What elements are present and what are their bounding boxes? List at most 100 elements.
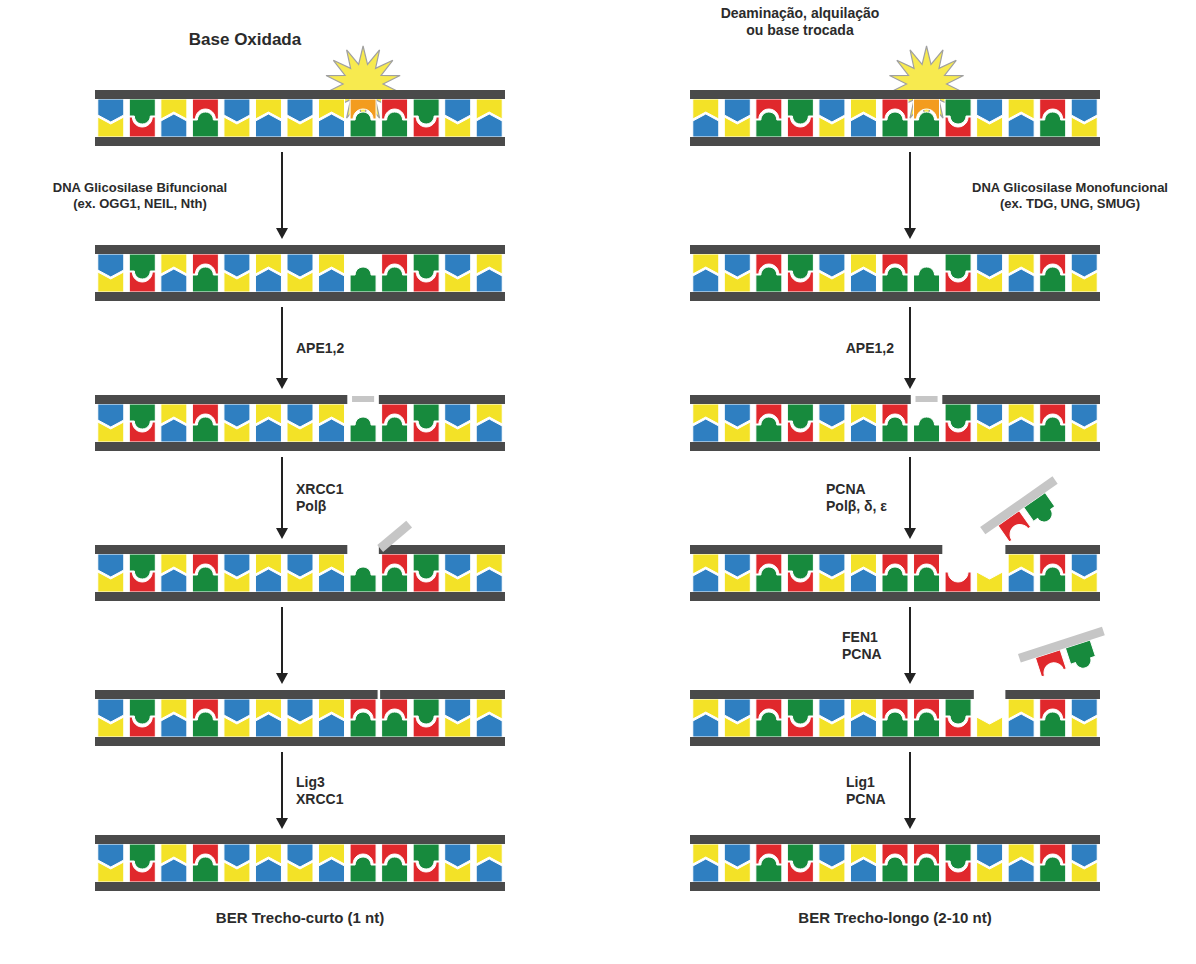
label-slot: PCNA Polβ, δ, ε (826, 481, 894, 515)
top-base (945, 254, 971, 279)
enzyme-label: Lig3 XRCC1 (296, 774, 350, 808)
bottom-base (977, 572, 1003, 592)
arrow-shaft (909, 307, 911, 379)
bottom-base (914, 417, 940, 442)
top-base (98, 404, 124, 427)
dna-panel (95, 690, 505, 746)
top-base (882, 254, 908, 274)
top-base (724, 99, 750, 122)
top-base (882, 99, 908, 119)
label-slot: Deaminação, alquilação ou base trocada (716, 5, 884, 39)
bottom-strand (690, 882, 1100, 891)
arrow-shaft (281, 607, 283, 674)
arrow-shaft (281, 307, 283, 379)
top-base (977, 99, 1003, 122)
top-base (476, 99, 502, 119)
top-base (787, 404, 813, 429)
top-strand (690, 245, 1100, 254)
displaced-flap (980, 476, 1072, 555)
top-base (413, 699, 439, 724)
top-base (819, 699, 845, 722)
label-slot: APE1,2 (846, 340, 894, 357)
top-base (287, 699, 313, 722)
top-base (161, 254, 187, 274)
top-strand (379, 395, 505, 404)
bottom-strand (95, 137, 505, 146)
top-base (98, 554, 124, 577)
top-strand (690, 545, 942, 554)
top-base (161, 404, 187, 424)
top-base (693, 99, 719, 119)
top-base (445, 254, 471, 277)
top-base (914, 844, 940, 864)
top-base (1008, 554, 1034, 574)
arrow-head (276, 528, 288, 539)
top-base (1008, 99, 1034, 119)
arrow-head (904, 673, 916, 684)
top-base (787, 844, 813, 869)
top-base (192, 554, 218, 574)
top-base (756, 844, 782, 864)
top-strand (690, 90, 1100, 99)
damaged-base (350, 99, 376, 119)
enzyme-label: DNA Glicosilase Bifuncional (ex. OGG1, N… (48, 180, 233, 211)
top-base (224, 554, 250, 577)
top-base (319, 844, 345, 864)
top-base (224, 254, 250, 277)
top-base (98, 254, 124, 277)
bottom-base (350, 567, 376, 592)
bottom-strand (95, 737, 505, 746)
top-base (819, 254, 845, 277)
top-base (255, 699, 281, 719)
top-base (819, 404, 845, 427)
top-base (1071, 254, 1097, 277)
bottom-base (914, 267, 940, 292)
dna-panel (690, 46, 1100, 146)
top-strand (1005, 690, 1100, 699)
arrow-head (904, 378, 916, 389)
displaced-flap (1018, 627, 1112, 687)
top-base (319, 254, 345, 274)
top-strand (380, 690, 505, 699)
bottom-base (350, 267, 376, 292)
top-base (476, 404, 502, 424)
step-arrow (276, 307, 288, 389)
top-base (850, 254, 876, 274)
step-arrow (904, 457, 916, 539)
top-base (787, 699, 813, 724)
top-base (693, 554, 719, 574)
step-arrow (276, 752, 288, 829)
top-base (1008, 254, 1034, 274)
bottom-strand (95, 442, 505, 451)
top-base (98, 699, 124, 722)
top-base (255, 404, 281, 424)
step-arrow (904, 152, 916, 239)
flap-strand (1018, 627, 1105, 663)
dna-panel (95, 245, 505, 301)
top-base (819, 99, 845, 122)
label-slot: FEN1 PCNA (842, 629, 894, 663)
top-strand (95, 90, 505, 99)
top-base (1071, 699, 1097, 722)
top-base (445, 699, 471, 722)
top-base (476, 844, 502, 864)
step-arrow (276, 152, 288, 239)
top-base (977, 254, 1003, 277)
top-base (693, 699, 719, 719)
top-base (476, 554, 502, 574)
enzyme-label: APE1,2 (296, 340, 344, 357)
bottom-strand (95, 292, 505, 301)
arrow-head (276, 378, 288, 389)
top-base (129, 844, 155, 869)
top-base (787, 554, 813, 579)
dna-panel (690, 627, 1112, 746)
top-base (945, 844, 971, 869)
arrow-shaft (281, 152, 283, 229)
top-strand (95, 835, 505, 844)
top-strand (95, 395, 347, 404)
flap-strand (377, 521, 412, 552)
step-arrow (904, 607, 916, 684)
dna-panel (95, 46, 505, 146)
